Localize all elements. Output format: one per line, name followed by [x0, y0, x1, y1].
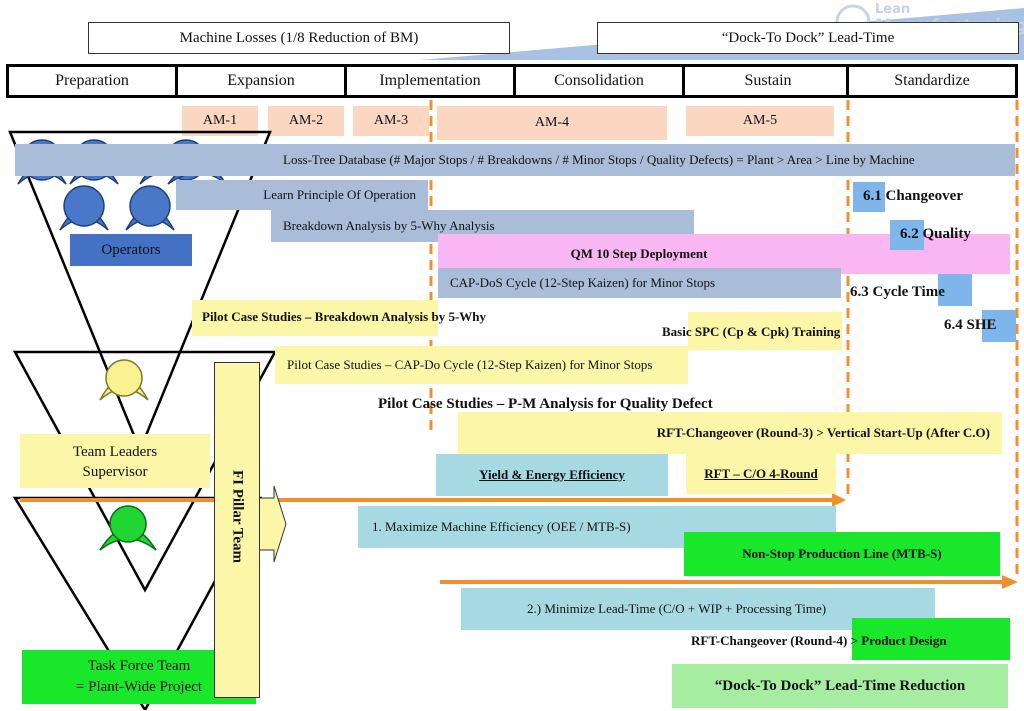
quality-block: [890, 220, 924, 250]
fi-pillar-box: [214, 362, 260, 698]
cycle-time-label: 6.3 Cycle Time: [850, 284, 945, 300]
supervisor-label: Supervisor: [82, 464, 148, 480]
changeover-block: [853, 182, 885, 212]
am-3: AM-3: [353, 106, 429, 136]
operators-triangle: [8, 130, 272, 454]
basic-spc-label: Basic SPC (Cp & Cpk) Training: [662, 324, 841, 339]
lead-time-box: “Dock-To Dock” Lead-Time: [597, 22, 1019, 54]
loss-tree-bar: Loss-Tree Database (# Major Stops / # Br…: [15, 144, 1015, 176]
phase-sustain: Sustain: [682, 64, 854, 98]
phase-expansion: Expansion: [175, 64, 347, 98]
task-force-figure: [99, 505, 157, 551]
rft-round3-bar: RFT-Changeover (Round-3) > Vertical Star…: [458, 412, 1002, 454]
fi-pillar-arrow: [257, 485, 287, 563]
she-block: [982, 310, 1016, 342]
nonstop-bar: Non-Stop Production Line (MTB-S): [684, 532, 1000, 576]
pilot-breakdown-label: Pilot Case Studies – Breakdown Analysis …: [202, 309, 487, 324]
team-leaders-box: Team Leaders Supervisor: [20, 434, 210, 488]
dock-reduction-bar: “Dock-To Dock” Lead-Time Reduction: [672, 664, 1008, 708]
operators-box: Operators: [70, 234, 192, 266]
team-leader-figure: [99, 359, 149, 401]
maximize-arrowhead: [832, 493, 846, 507]
phase-standardize: Standardize: [846, 64, 1018, 98]
am-5: AM-5: [686, 106, 834, 136]
rft-4round-bar: RFT – C/O 4-Round: [686, 454, 836, 494]
phase-preparation: Preparation: [6, 64, 178, 98]
pilot-pm-label: Pilot Case Studies – P-M Analysis for Qu…: [378, 396, 713, 412]
watermark-line1: Lean: [875, 2, 911, 17]
fi-pillar-arrowhead: [257, 485, 287, 563]
phase-implementation: Implementation: [344, 64, 516, 98]
she-label: 6.4 SHE: [944, 317, 997, 333]
am-2: AM-2: [268, 106, 344, 136]
rft-round4-green: [852, 618, 1010, 660]
rft-round4-label: RFT-Changeover (Round-4) > Product Desig…: [691, 633, 947, 648]
pilot-breakdown-bar: [192, 300, 438, 336]
team-leaders-label: Team Leaders: [72, 444, 158, 460]
phase-consolidation: Consolidation: [513, 64, 685, 98]
am-4: AM-4: [437, 106, 667, 140]
machine-losses-box: Machine Losses (1/8 Reduction of BM): [88, 22, 510, 54]
fi-pillar-label: FI Pillar Team: [229, 469, 246, 564]
pilot-capdo-bar: Pilot Case Studies – CAP-Do Cycle (12-St…: [275, 346, 688, 384]
plant-wide-label: = Plant-Wide Project: [75, 679, 203, 695]
changeover-label: 6.1 Changeover: [863, 188, 963, 204]
yield-energy-bar: Yield & Energy Efficiency: [436, 454, 668, 496]
cycle-time-block: [938, 274, 972, 306]
minimize-arrowhead: [1002, 575, 1018, 589]
task-force-label: Task Force Team: [87, 658, 191, 674]
learn-principle-bar: Learn Principle Of Operation: [176, 180, 428, 210]
basic-spc-bar: [688, 312, 842, 350]
capdos-bar: CAP-DoS Cycle (12-Step Kaizen) for Minor…: [438, 268, 841, 298]
quality-label: 6.2 Quality: [900, 226, 971, 242]
